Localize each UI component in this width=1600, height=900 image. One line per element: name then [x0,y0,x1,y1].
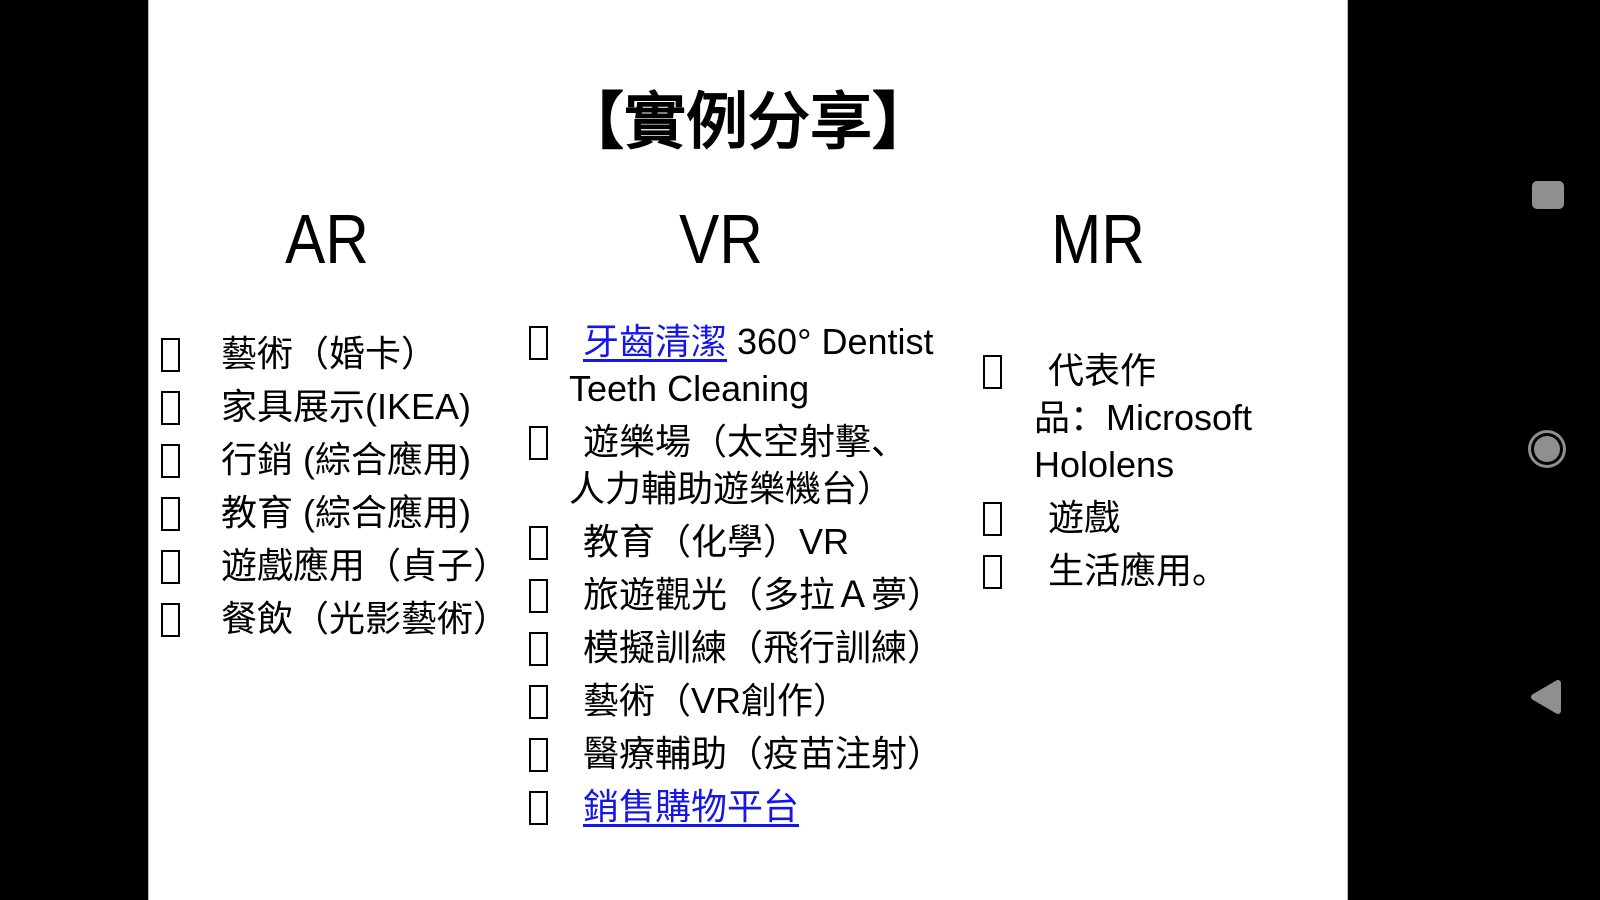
bullet-item: 家具展示(IKEA) [161,383,521,430]
bullet-item: 牙齒清潔 360° Dentist Teeth Cleaning [529,318,934,412]
bullet-tofu-icon [529,579,548,613]
bullet-item: 教育（化學）VR [529,518,934,565]
column-list-mr: 代表作 品：Microsoft Hololens 遊戲生活應用。 [983,347,1283,600]
recents-button-icon[interactable] [1532,181,1564,209]
home-button-icon[interactable] [1534,436,1560,462]
bullet-tofu-icon [983,555,1002,589]
bullet-item: 模擬訓練（飛行訓練） [529,624,943,671]
bullet-item: 遊戲應用（貞子） [161,542,521,589]
bullet-item: 旅遊觀光（多拉Ａ夢） [529,571,943,618]
text-segment: 遊戲 [1048,497,1121,538]
back-button-icon[interactable] [1527,678,1565,716]
slide: 【實例分享】 AR VR MR 藝術（婚卡） 家具展示(IKEA) 行銷 (綜合應用… [148,0,1348,900]
bullet-tofu-icon [529,791,548,825]
bullet-item: 遊戲 [983,494,1283,541]
bullet-item: 藝術（婚卡） [161,330,521,377]
bullet-tofu-icon [983,355,1002,389]
bullet-tofu-icon [529,632,548,666]
bullet-item: 遊樂場（太空射擊、人力輔助遊樂機台） [529,418,934,512]
text-segment: 行銷 (綜合應用) [221,439,471,480]
text-segment: 360° Dentist Teeth Cleaning [569,321,934,409]
bullet-tofu-icon [983,502,1002,536]
text-segment: 教育（化學）VR [583,521,850,562]
text-segment: 家具展示(IKEA) [221,386,472,427]
bullet-item: 藝術（VR創作） [529,677,934,724]
text-segment: 教育 (綜合應用) [221,492,471,533]
column-header-mr: MR [1051,200,1145,278]
text-segment: 旅遊觀光（多拉Ａ夢） [583,574,944,615]
slide-title: 【實例分享】 [561,88,934,157]
text-segment: 醫療輔助（疫苗注射） [583,733,944,774]
text-segment: 藝術（VR創作） [583,680,850,721]
bullet-item: 醫療輔助（疫苗注射） [529,730,943,777]
column-header-vr: VR [679,200,763,278]
bullet-tofu-icon [529,326,548,360]
bullet-tofu-icon [161,338,180,372]
bullet-tofu-icon [161,603,180,637]
bullet-tofu-icon [161,497,180,531]
bullet-item: 行銷 (綜合應用) [161,436,521,483]
bullet-item: 銷售購物平台 [529,783,934,830]
bullet-tofu-icon [161,444,180,478]
text-segment: 餐飲（光影藝術） [221,598,510,639]
bullet-tofu-icon [529,738,548,772]
bullet-tofu-icon [529,526,548,560]
column-header-ar: AR [285,200,369,278]
bullet-tofu-icon [161,391,180,425]
text-segment: 模擬訓練（飛行訓練） [583,627,944,668]
text-segment: 遊戲應用（貞子） [221,545,510,586]
bullet-item: 生活應用。 [983,547,1283,594]
hyperlink[interactable]: 牙齒清潔 [583,321,728,362]
text-segment: 生活應用。 [1048,550,1229,591]
bullet-tofu-icon [529,685,548,719]
bullet-item: 餐飲（光影藝術） [161,595,521,642]
column-list-vr: 牙齒清潔 360° Dentist Teeth Cleaning 遊樂場（太空射擊… [529,318,943,836]
bullet-item: 教育 (綜合應用) [161,489,521,536]
hyperlink[interactable]: 銷售購物平台 [583,786,800,827]
bullet-tofu-icon [529,426,548,460]
bullet-tofu-icon [161,550,180,584]
text-segment: 藝術（婚卡） [221,333,438,374]
bullet-item: 代表作 品：Microsoft Hololens [983,347,1283,488]
text-segment: 代表作 品：Microsoft Hololens [1034,350,1253,485]
column-list-ar: 藝術（婚卡） 家具展示(IKEA) 行銷 (綜合應用) 教育 (綜合應用) 遊戲應用（貞… [161,330,521,648]
text-segment: 遊樂場（太空射擊、人力輔助遊樂機台） [569,421,908,509]
